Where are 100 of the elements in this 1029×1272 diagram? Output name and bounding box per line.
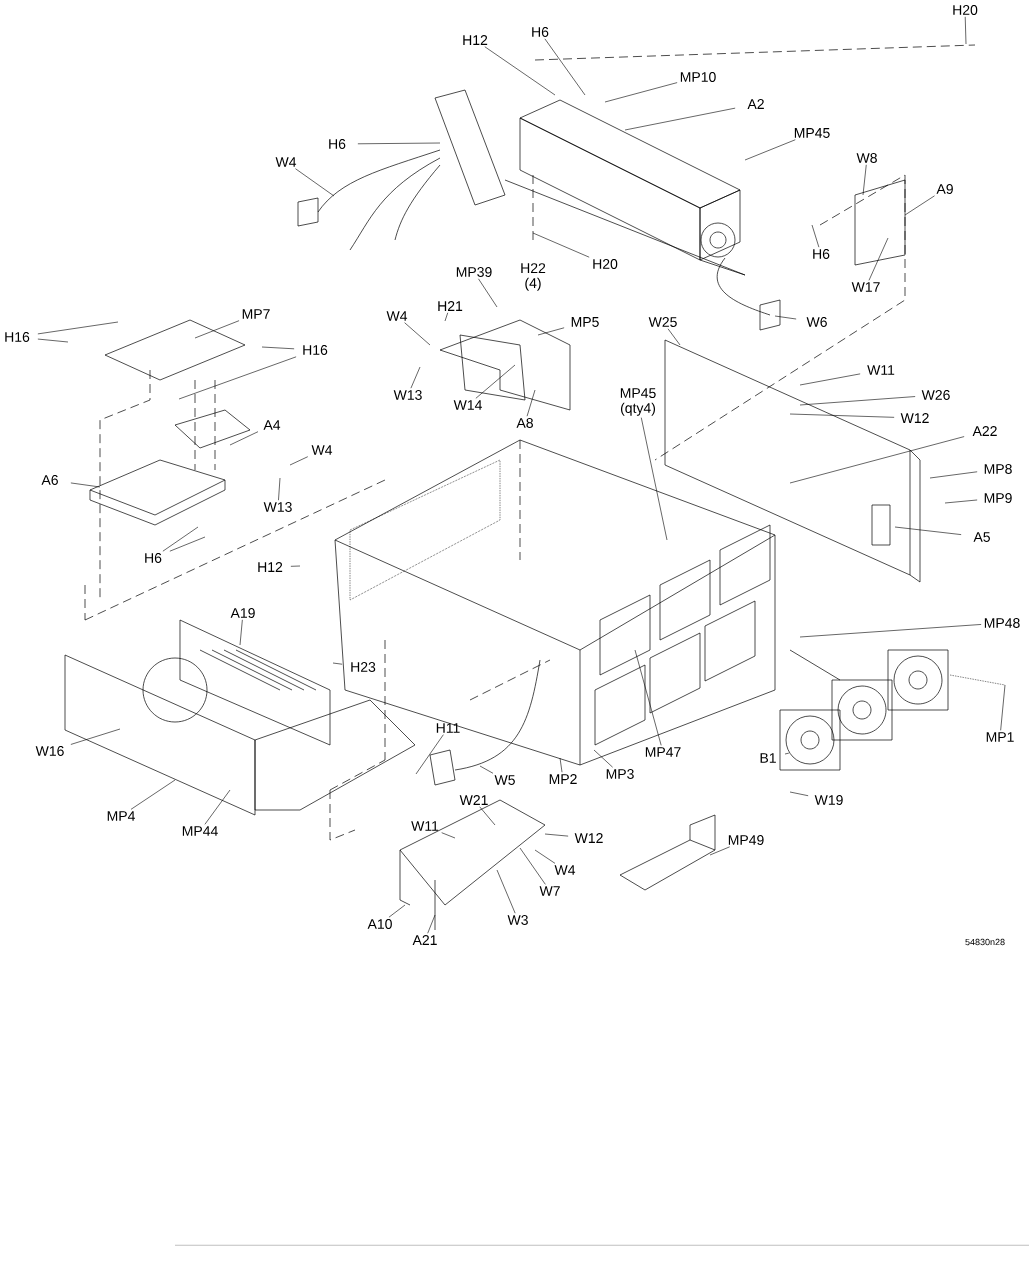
callout-label: MP3 [606,769,634,779]
leader-line [526,389,536,417]
callout-label: MP49 [728,835,764,845]
leader-line [410,366,421,389]
callout-label: H21 [438,301,463,311]
callout-label: H16 [303,345,328,355]
leader-line [537,327,565,336]
leader-line [178,356,297,400]
callout-label: H16 [5,332,30,342]
leader-line [261,346,295,350]
leader-line [904,195,935,216]
leader-line [441,832,456,839]
leader-line [295,168,335,197]
leader-line [444,312,449,322]
callout-label: W17 [851,282,880,292]
leader-line [357,142,441,145]
callout-label: W13 [263,502,292,512]
callout-label: MP39 [456,267,492,277]
callout-label: A19 [230,608,255,618]
leader-line [479,765,494,774]
leader-line [534,849,556,864]
callout-label: MP8 [984,464,1012,474]
callout-label: W8 [856,153,877,163]
leader-line [944,499,978,504]
leader-line [415,734,444,775]
callout-label: A4 [263,420,281,430]
callout-label: H6 [329,139,346,149]
leader-line [559,757,563,773]
callout-label: W11 [411,821,439,831]
callout-label: A6 [41,475,58,485]
callout-label: H20 [593,259,618,269]
leader-line [37,338,69,343]
leader-line [239,619,243,646]
callout-label: H12 [463,35,488,45]
leader-line [624,107,736,131]
callout-label: W6 [806,317,827,327]
leader-line [709,846,730,856]
leader-line [544,38,586,96]
callout-label: H6 [813,249,830,259]
leader-line [278,477,281,501]
callout-label: W4 [311,445,333,455]
leader-line [544,833,569,837]
callout-label: W25 [648,317,677,327]
callout-label: MP44 [182,826,218,836]
leader-line [332,662,343,665]
callout-label: W4 [554,865,576,875]
callout-label: W7 [539,886,560,896]
leader-line [667,328,681,346]
callout-label: A8 [516,418,533,428]
leader-line [964,16,967,45]
callout-label: MP2 [549,774,577,784]
leader-line [194,320,240,339]
leader-line [641,417,668,541]
leader-line [744,139,796,161]
leader-line [475,364,516,399]
leader-line [404,322,431,346]
leader-line [811,224,820,248]
callout-label: MP9 [984,493,1012,503]
callout-label: A21 [412,935,437,945]
leader-line [789,413,895,418]
leader-line [862,164,867,196]
leader-line [130,779,176,810]
callout-label: MP1 [986,732,1014,742]
leader-line [484,46,556,96]
callout-label: W11 [867,365,895,375]
callout-label: A10 [367,919,392,929]
leader-line [388,904,406,918]
leader-line [70,482,101,488]
leader-line [496,869,516,914]
callout-label: MP47 [645,747,681,757]
leader-line [427,914,436,934]
callout-label: MP7 [242,309,270,319]
callout-label: A2 [747,99,764,109]
leader-line [289,456,309,466]
leader-line [593,749,613,768]
callout-label: W26 [921,390,950,400]
leader-line [799,373,861,386]
callout-label: A9 [936,184,953,194]
callout-label: MP45 [794,128,830,138]
callout-label: W16 [35,746,64,756]
callout-label: MP45 (qty4) [620,388,656,416]
callout-label: W4 [386,311,408,321]
callout-label: MP48 [984,618,1020,628]
leader-line [479,806,496,826]
callout-label: A5 [973,532,990,542]
leader-line [784,752,790,755]
callout-label: H23 [351,662,376,672]
leader-line [789,436,965,484]
leader-line [519,847,546,885]
leader-line [604,82,678,103]
leader-line [532,232,590,258]
callout-label: MP10 [680,72,716,82]
callout-label: W13 [393,390,422,400]
callout-label: A22 [972,426,997,436]
callout-label: W3 [507,915,528,925]
callout-label: MP5 [571,317,599,327]
callout-label: W12 [900,413,929,423]
callout-label: H6 [532,27,549,37]
leader-line [774,315,797,320]
leader-line [70,728,121,745]
